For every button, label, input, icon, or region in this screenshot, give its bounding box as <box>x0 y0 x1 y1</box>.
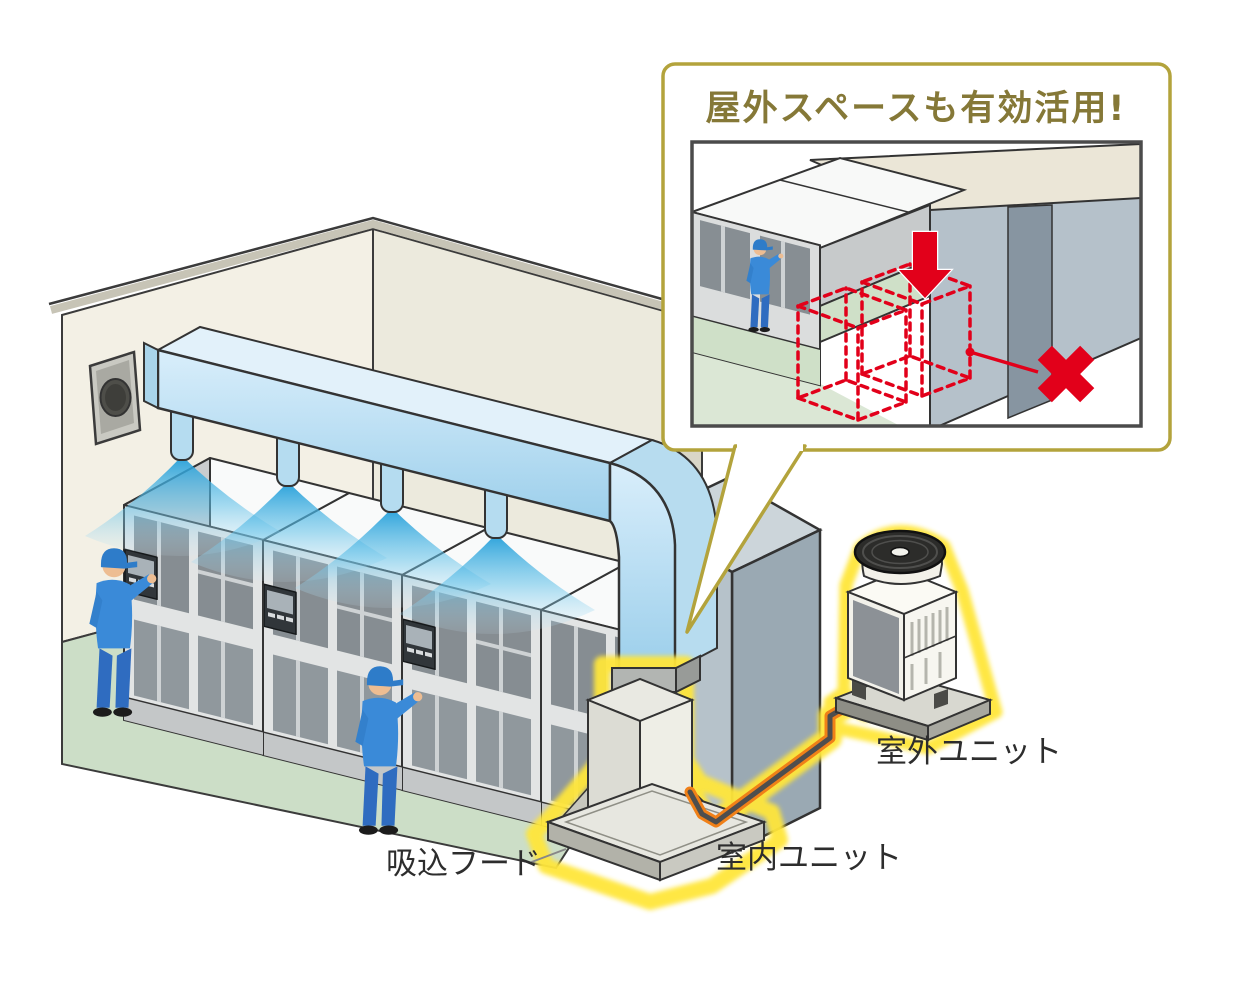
alert-leader-line <box>969 350 1039 374</box>
air-flow-cone <box>399 534 595 635</box>
air-flow-cone <box>191 482 387 583</box>
no-placement-box <box>792 286 912 422</box>
outdoor-unit-side <box>903 590 957 702</box>
no-placement-boxes <box>792 262 976 422</box>
control-panel <box>263 583 297 636</box>
wall-vent-fan-icon <box>88 350 142 446</box>
fan-grille-icon <box>853 529 947 575</box>
callout-title: 屋外スペースも有効活用! <box>706 89 1127 129</box>
air-flow-cone <box>85 456 281 557</box>
outdoor-unit <box>832 529 994 742</box>
wall-top-trim-line <box>48 216 670 306</box>
wall-top-trim <box>49 219 669 314</box>
scene-labels: 吸込フード 室内ユニット 室外ユニット <box>386 734 1062 882</box>
suction-hood-base <box>545 782 767 882</box>
label-indoor-unit: 室内ユニット <box>716 840 902 876</box>
duct-open-end <box>143 341 159 410</box>
callout: 屋外スペースも有効活用! <box>661 62 1172 634</box>
inset-border <box>690 140 1143 428</box>
cross-mark-icon <box>1037 345 1095 403</box>
down-arrow-icon <box>896 230 954 300</box>
leader-line <box>528 848 567 864</box>
inset-image <box>690 140 1143 428</box>
label-suction-hood: 吸込フード <box>386 846 541 882</box>
label-outdoor-unit: 室外ユニット <box>876 734 1062 770</box>
duct-elbow <box>608 461 677 672</box>
air-flow-cone <box>295 508 491 609</box>
duct-connector-side <box>675 654 701 694</box>
vent-slits <box>910 607 949 690</box>
indoor-unit <box>545 654 767 882</box>
control-panel <box>402 618 436 671</box>
air-flow-cones <box>85 456 595 635</box>
